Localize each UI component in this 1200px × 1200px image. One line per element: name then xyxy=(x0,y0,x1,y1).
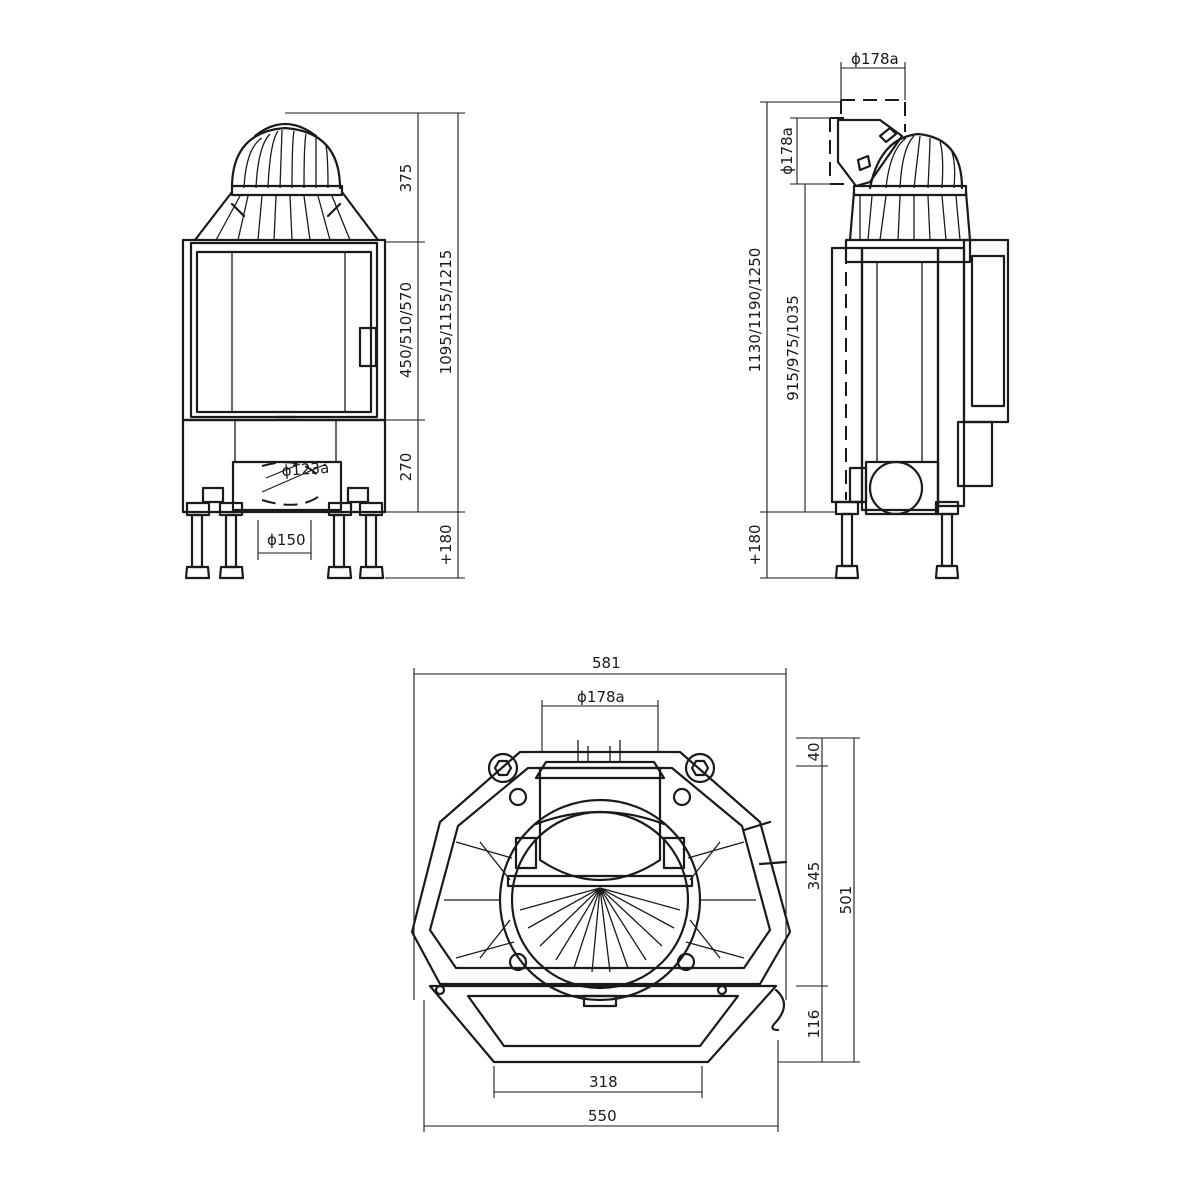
plan-bolts xyxy=(434,752,728,996)
flue-dashed-bottom xyxy=(261,493,323,506)
dim-270: 270 xyxy=(397,453,415,482)
side-dome xyxy=(868,132,964,190)
dim-501: 501 xyxy=(837,886,855,915)
dim-581: 581 xyxy=(592,654,621,672)
plan-inner-octagon xyxy=(428,766,772,970)
door-frame xyxy=(189,241,379,419)
door-glass xyxy=(195,250,373,414)
side-glass-panel xyxy=(962,238,1010,424)
flue-top-dia-label: ϕ178a xyxy=(851,50,899,68)
flue-side-dia-label: ϕ178a xyxy=(778,127,796,175)
plan-flue-band xyxy=(506,874,694,888)
dim-116: 116 xyxy=(805,1010,823,1039)
plan-chamber-inner xyxy=(510,810,690,990)
plan-tray-outer xyxy=(428,984,778,1064)
side-view: ϕ178a xyxy=(746,50,1010,580)
plan-flue-dia-label: ϕ178a xyxy=(577,688,625,706)
dim-40: 40 xyxy=(805,742,823,761)
plan-flue-body xyxy=(538,766,662,882)
door-handle xyxy=(358,326,378,368)
dim-375: 375 xyxy=(397,164,415,193)
dome-cap xyxy=(253,123,318,138)
front-view: ϕ123a ϕ150 3 xyxy=(181,112,465,580)
dim-door: 450/510/570 xyxy=(397,282,415,378)
air-dia-label: ϕ150 xyxy=(267,531,306,549)
cone-right xyxy=(340,190,380,242)
firebox-frame xyxy=(181,238,387,422)
dome-outline xyxy=(230,126,342,190)
side-door xyxy=(830,246,864,504)
dim-total-front: 1095/1155/1215 xyxy=(437,250,455,375)
dim-legs-front: +180 xyxy=(437,524,455,565)
dim-legs-side: +180 xyxy=(746,524,764,565)
side-top-band xyxy=(844,238,972,264)
dim-total-side: 1130/1190/1250 xyxy=(746,248,764,373)
side-body xyxy=(860,246,940,512)
front-dimensions: 375 450/510/570 270 1095/1155/1215 +180 xyxy=(285,112,465,579)
cone-left xyxy=(193,190,234,242)
plan-outer-octagon xyxy=(410,750,792,986)
side-dimensions: ϕ178a 1130/1190/1250 915/975/1035 +180 xyxy=(746,101,840,579)
dome-ribs xyxy=(243,129,329,189)
dim-550: 550 xyxy=(588,1107,617,1125)
dim-body-side: 915/975/1035 xyxy=(784,295,802,401)
legs xyxy=(184,501,385,580)
flue-elbow xyxy=(836,118,904,188)
plan-fan-ribs xyxy=(519,887,681,973)
plan-chamber-outer xyxy=(498,798,702,1002)
plan-view: 581 ϕ178a xyxy=(410,654,860,1132)
base-frame xyxy=(181,418,387,514)
plan-right-dimensions: 40 345 116 501 xyxy=(778,737,860,1063)
side-air-inlet xyxy=(868,460,924,516)
dim-345: 345 xyxy=(805,862,823,891)
plan-bottom-dimensions: 318 550 xyxy=(423,1000,779,1132)
flue-dashed-top xyxy=(261,461,319,477)
dome-ring xyxy=(230,184,344,197)
flue-dia-label: ϕ123a xyxy=(281,459,330,480)
plan-tray-inner xyxy=(466,994,740,1048)
dim-318: 318 xyxy=(589,1073,618,1091)
